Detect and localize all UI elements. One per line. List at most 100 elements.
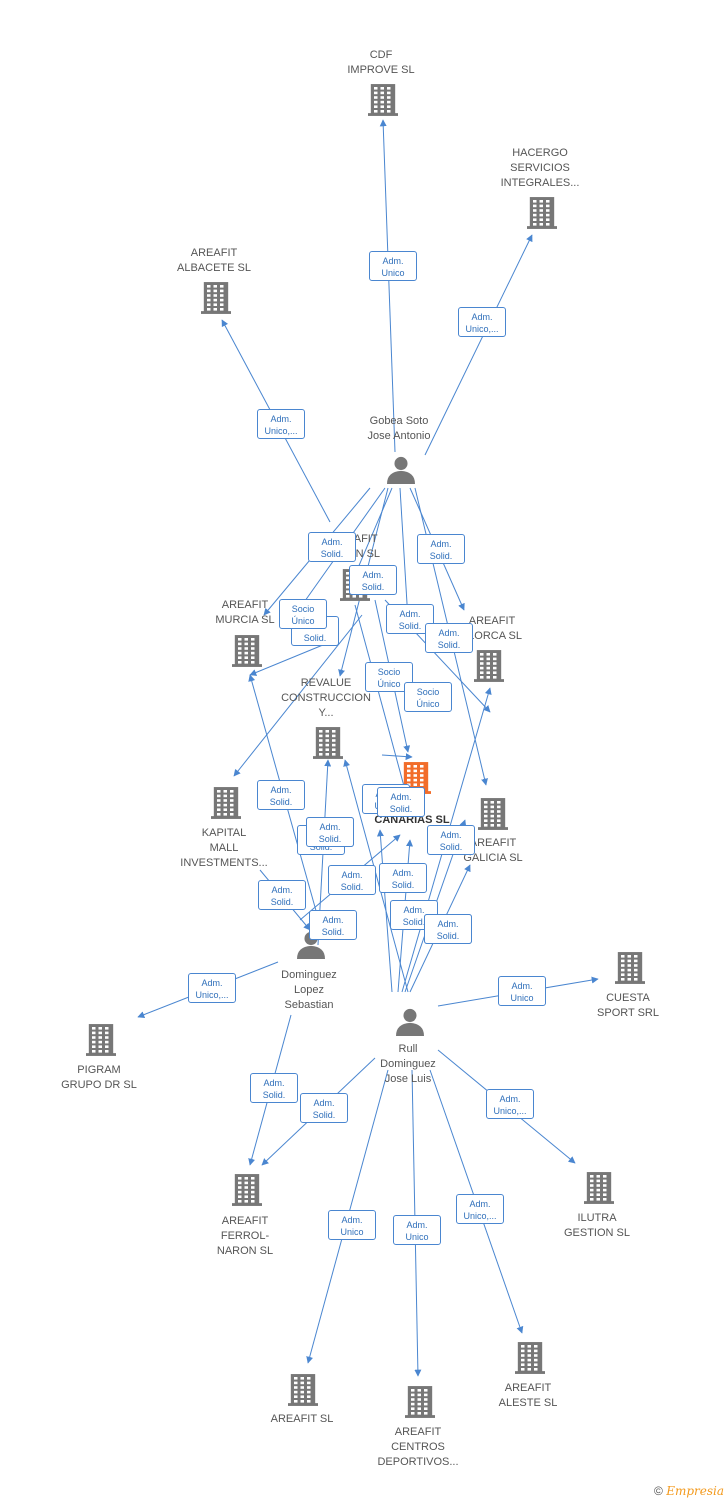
building-window: [533, 200, 537, 203]
building-window: [493, 657, 497, 661]
building-window: [413, 774, 417, 777]
relation-edge: [399, 487, 412, 621]
building-window: [251, 1181, 255, 1185]
building-window: [527, 1358, 531, 1362]
building-window: [486, 662, 490, 665]
building-window: [411, 1412, 415, 1415]
building-window: [603, 1193, 607, 1196]
person-name[interactable]: Dominguez Lopez Sebastian: [281, 969, 337, 1011]
company-name[interactable]: AREAFIT MURCIA SL: [215, 599, 275, 626]
building-window: [621, 968, 625, 972]
building-window: [521, 1363, 525, 1366]
building-window: [484, 801, 488, 804]
relation-label: Adm. Solid.: [308, 532, 356, 562]
company-name[interactable]: HACERGO SERVICIOS INTEGRALES...: [500, 147, 580, 189]
building-window: [490, 814, 494, 818]
building-window: [627, 959, 631, 963]
building-window: [424, 1393, 428, 1397]
building-window: [596, 1184, 600, 1187]
building-window: [521, 1345, 525, 1348]
building-window: [213, 289, 217, 293]
building-window: [497, 805, 501, 809]
building-window: [424, 1389, 428, 1392]
person-name[interactable]: Rull Dominguez Jose Luis: [380, 1043, 436, 1085]
building-window: [251, 661, 255, 664]
building-window: [534, 1345, 538, 1348]
building-window: [307, 1381, 311, 1385]
building-window: [521, 1368, 525, 1371]
building-window: [105, 1045, 109, 1048]
company-name[interactable]: ILUTRA GESTION SL: [563, 1212, 631, 1239]
relation-label: Adm. Solid.: [306, 817, 354, 847]
company-name[interactable]: AREAFIT CENTROS DEPORTIVOS...: [377, 1426, 459, 1468]
building-window: [98, 1036, 102, 1039]
company-name[interactable]: AREAFIT SL: [270, 1413, 334, 1425]
company-name[interactable]: AREAFIT ALBACETE SL: [177, 247, 251, 274]
building-window: [319, 748, 323, 751]
building-window: [230, 799, 234, 802]
building-window: [407, 765, 411, 768]
building-window: [417, 1389, 421, 1392]
building-window: [217, 799, 221, 802]
company-name[interactable]: AREAFIT FERROL- NARON SL: [216, 1215, 274, 1257]
company-name[interactable]: AREAFIT ALESTE SL: [498, 1382, 558, 1409]
building-window: [105, 1031, 109, 1035]
building-window: [497, 810, 501, 813]
company-name[interactable]: CDF IMPROVE SL: [347, 49, 415, 76]
building-window: [332, 734, 336, 738]
building-window: [521, 1349, 525, 1353]
company-name[interactable]: REVALUE CONSTRUCCION Y...: [281, 677, 371, 719]
building-window: [627, 968, 631, 972]
relation-edge: [379, 119, 396, 453]
building-window: [627, 978, 631, 981]
building-window: [603, 1184, 607, 1187]
company-name[interactable]: AREAFIT GALICIA SL: [463, 837, 523, 864]
building-window: [223, 803, 227, 807]
company-name[interactable]: CUESTA SPORT SRL: [597, 992, 659, 1019]
building-window: [424, 1398, 428, 1401]
building-window: [420, 765, 424, 768]
building-window: [486, 653, 490, 656]
building-window: [484, 805, 488, 809]
building-window: [251, 642, 255, 646]
building-window: [411, 1398, 415, 1401]
building-window: [223, 813, 227, 816]
relation-label: Adm. Solid.: [424, 914, 472, 944]
company-name[interactable]: PIGRAM GRUPO DR SL: [61, 1064, 137, 1091]
building-window: [413, 765, 417, 768]
building-window: [493, 666, 497, 670]
building-window: [493, 671, 497, 674]
building-window: [546, 200, 550, 203]
person-icon[interactable]: [387, 456, 415, 484]
building-window: [539, 213, 543, 217]
building-window: [300, 1377, 304, 1380]
building-window: [387, 96, 391, 99]
relation-label: Adm. Unico,...: [458, 307, 506, 337]
building-window: [325, 734, 329, 738]
building-window: [527, 1368, 531, 1371]
relation-label: Adm. Solid.: [417, 534, 465, 564]
person-name[interactable]: Gobea Soto Jose Antonio: [367, 415, 431, 442]
building-window: [521, 1354, 525, 1357]
building-window: [527, 1349, 531, 1353]
building-window: [346, 581, 350, 584]
building-window: [534, 1363, 538, 1366]
building-window: [307, 1400, 311, 1403]
company-name[interactable]: KAPITAL MALL INVESTMENTS...: [180, 827, 268, 869]
relation-edge: [233, 614, 363, 777]
building-window: [220, 294, 224, 297]
building-window: [325, 753, 329, 756]
building-window: [621, 978, 625, 981]
building-window: [374, 105, 378, 108]
building-window: [300, 1395, 304, 1398]
copyright-symbol: ©: [654, 1484, 663, 1498]
person-icon[interactable]: [396, 1008, 424, 1036]
building-window: [105, 1027, 109, 1030]
building-window: [92, 1036, 96, 1039]
building-window: [374, 96, 378, 99]
building-window: [596, 1175, 600, 1178]
building-window: [244, 642, 248, 646]
building-window: [596, 1198, 600, 1201]
building-window: [332, 743, 336, 747]
